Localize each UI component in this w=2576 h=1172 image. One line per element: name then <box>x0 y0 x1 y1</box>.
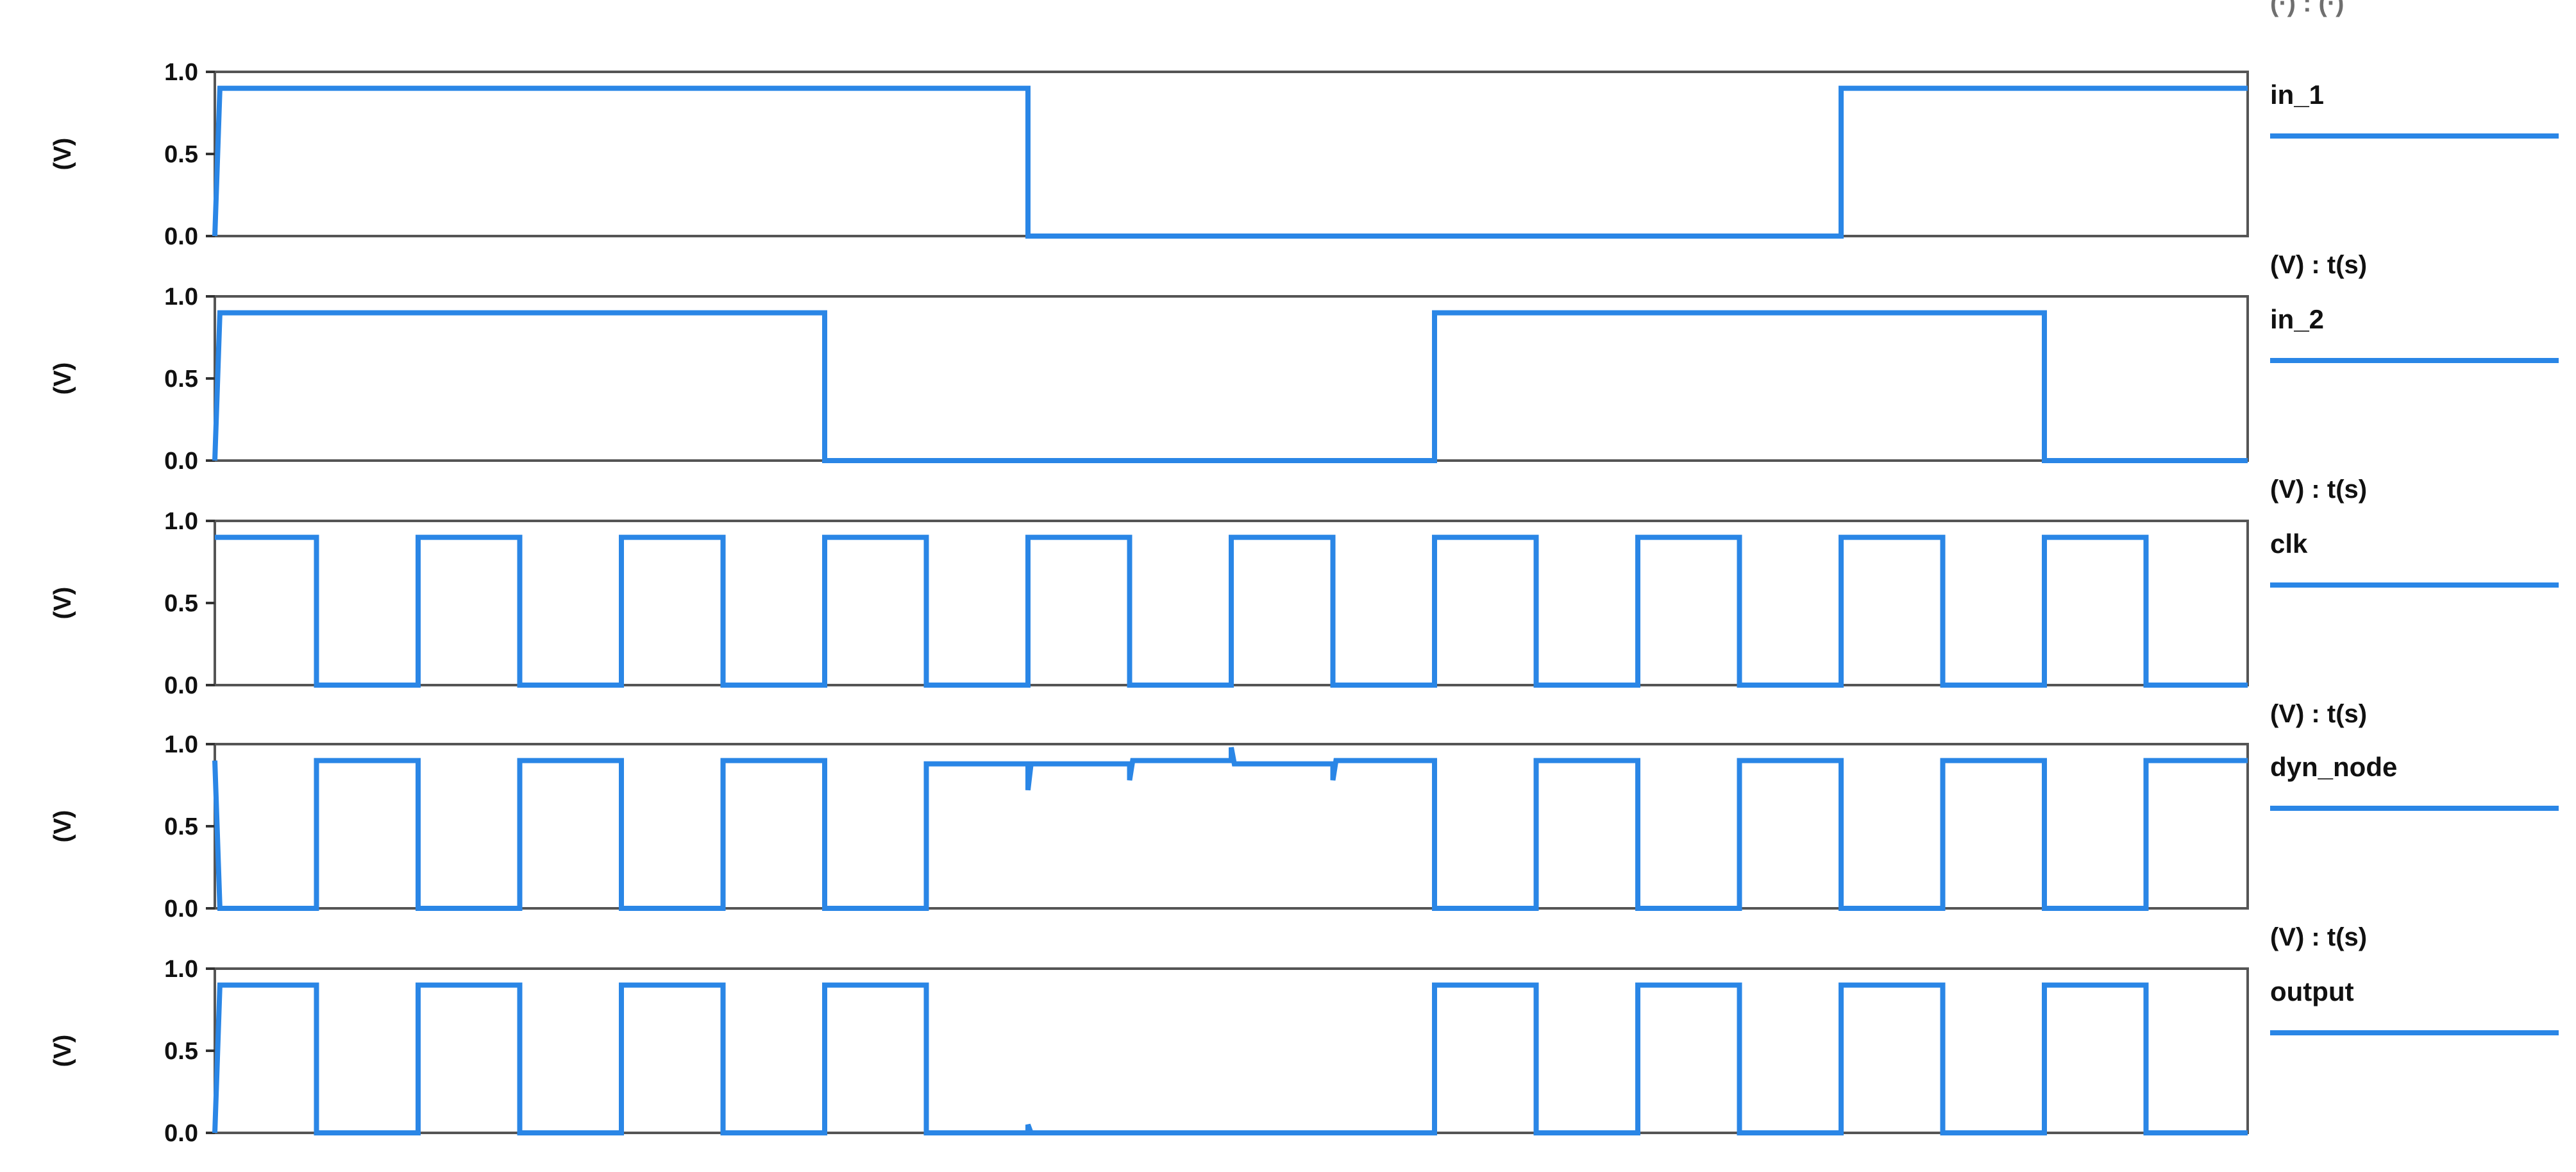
waveform-output <box>212 982 2248 1135</box>
plot-frame-in_1 <box>214 71 2249 237</box>
waveform-clk <box>215 534 2248 688</box>
panel-output: 1.0 0.5 0.0 (V) output <box>49 956 2559 1147</box>
y-tick-label: 0.5 <box>164 366 198 393</box>
y-tick-label: 0.0 <box>164 896 198 922</box>
y-tick-label: 0.0 <box>164 1120 198 1147</box>
y-tick-label: 1.0 <box>164 508 198 535</box>
signal-name-in_2: in_2 <box>2270 304 2324 334</box>
y-tick-label: 0.5 <box>164 590 198 617</box>
signal-name-clk: clk <box>2270 529 2308 559</box>
waveform-in_2 <box>212 310 2248 463</box>
signal-name-output: output <box>2270 976 2354 1006</box>
plot-frame-dyn_node <box>214 743 2249 910</box>
plot-frame-output <box>214 967 2249 1134</box>
signal-name-in_1: in_1 <box>2270 80 2324 110</box>
y-axis-label: (V) <box>49 362 76 395</box>
x-axis-unit-label: (V) : t(s) <box>2270 475 2367 504</box>
panel-clk: 1.0 0.5 0.0 (V) clk (V) : t(s) <box>49 508 2559 728</box>
plot-frame-in_2 <box>214 295 2249 462</box>
y-axis-label: (V) <box>49 1035 76 1067</box>
panel-in_2: 1.0 0.5 0.0 (V) in_2 (V) : t(s) <box>49 284 2559 504</box>
y-axis-label: (V) <box>49 587 76 620</box>
panels-group: 1.0 0.5 0.0 (V) in_1 (V) : t(s) 1.0 0.5 0.0 (V) in… <box>49 59 2559 1147</box>
y-tick-label: 0.5 <box>164 141 198 168</box>
waveform-in_1 <box>212 85 2248 239</box>
y-tick-label: 1.0 <box>164 59 198 86</box>
y-axis-label: (V) <box>49 810 76 843</box>
y-tick-label: 0.5 <box>164 813 198 840</box>
y-tick-label: 1.0 <box>164 731 198 758</box>
x-axis-unit-label: (V) : t(s) <box>2270 700 2367 728</box>
waveform-dyn_node <box>212 747 2248 911</box>
y-tick-label: 1.0 <box>164 284 198 310</box>
top-partial-unit-label: (·) : (·) <box>2270 0 2344 17</box>
y-tick-label: 0.0 <box>164 448 198 475</box>
panel-dyn_node: 1.0 0.5 0.0 (V) dyn_node (V) : t(s) <box>49 731 2559 951</box>
y-tick-label: 0.0 <box>164 223 198 250</box>
y-tick-label: 0.5 <box>164 1038 198 1065</box>
panel-in_1: 1.0 0.5 0.0 (V) in_1 (V) : t(s) <box>49 59 2559 279</box>
x-axis-unit-label: (V) : t(s) <box>2270 251 2367 279</box>
signal-name-dyn_node: dyn_node <box>2270 752 2397 782</box>
y-axis-label: (V) <box>49 138 76 171</box>
y-tick-label: 0.0 <box>164 672 198 699</box>
x-axis-unit-label: (V) : t(s) <box>2270 923 2367 951</box>
y-tick-label: 1.0 <box>164 956 198 983</box>
